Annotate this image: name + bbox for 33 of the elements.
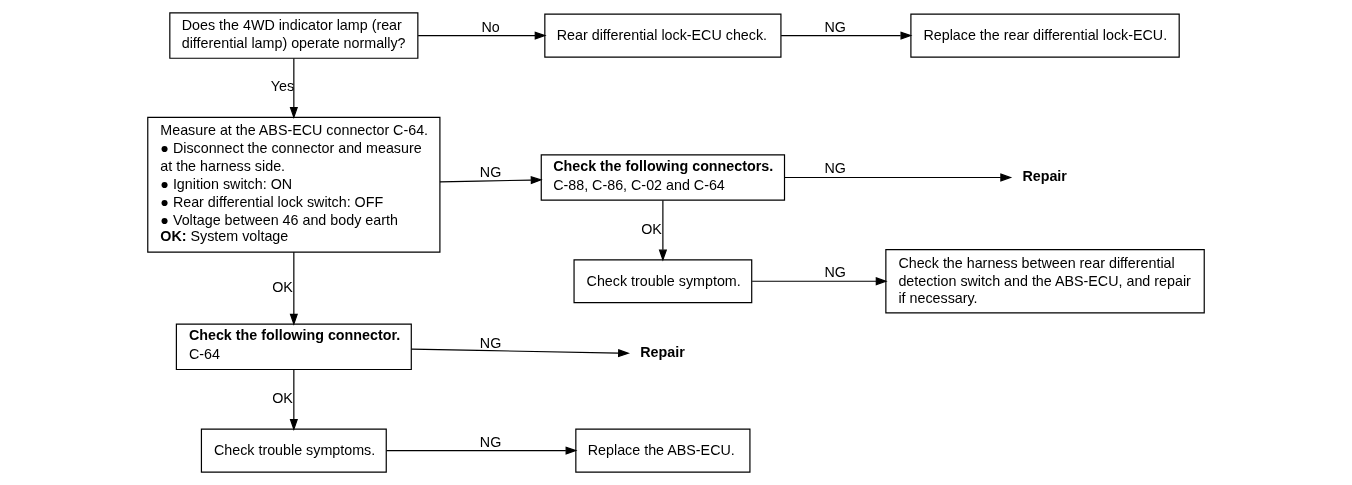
node-box: Check the harness between rear differential detection switch and the ABS-ECU, and repair if necessary.: [885, 249, 1205, 314]
node-box: Replace the ABS-ECU.: [575, 428, 751, 473]
edge-label: OK: [272, 278, 293, 295]
arrow: [439, 175, 543, 185]
edge-label: NG: [824, 160, 846, 177]
edge-label: NG: [479, 164, 502, 181]
arrow: [658, 199, 668, 262]
node-box: Does the 4WD indicator lamp (rear differential lamp) operate normally?: [169, 12, 419, 59]
edge-label: NG: [479, 334, 502, 351]
arrow: [417, 31, 547, 40]
arrow: [289, 251, 298, 326]
arrow: [410, 348, 630, 358]
node-box: Check trouble symptom.: [573, 259, 753, 304]
edge-label: OK: [641, 220, 662, 237]
node-box: Check the following connectors. C-88, C-86, C-02 and C-64: [540, 154, 786, 201]
arrow: [289, 57, 298, 119]
node-box: Measure at the ABS-ECU connector C-64. ● Disconnect the connector and measure at the harness side. ● Ignition switch: ON ● Rear differential lock switch: OFF ● Voltage between 46 and body earth OK: System voltage: [147, 116, 441, 253]
edge-label: NG: [824, 264, 846, 281]
edge-label: NG: [479, 433, 502, 450]
node-box: Check trouble symptoms.: [200, 428, 387, 473]
edge-label: No: [481, 18, 500, 35]
arrow: [751, 277, 888, 286]
arrow: [386, 446, 578, 455]
node-text: Repair: [1022, 167, 1067, 184]
node-box: Replace the rear differential lock-ECU.: [910, 13, 1180, 58]
node-box: Check the following connector. C-64: [175, 323, 412, 371]
arrow: [289, 369, 298, 431]
node-text: Repair: [640, 344, 685, 361]
edge-label: OK: [272, 390, 293, 406]
arrow: [784, 173, 1013, 182]
node-box: Rear differential lock-ECU check.: [544, 13, 782, 58]
edge-label: NG: [824, 18, 846, 35]
arrow: [780, 31, 913, 40]
